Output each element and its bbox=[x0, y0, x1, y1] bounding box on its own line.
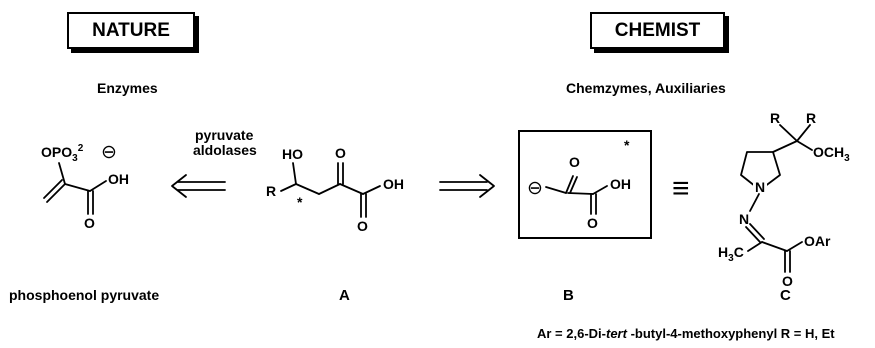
c-r1: R bbox=[770, 110, 780, 126]
pep-bond bbox=[46, 183, 66, 203]
a-star: * bbox=[297, 194, 303, 210]
nature-subtitle: Enzymes bbox=[97, 80, 158, 96]
c-och3: OCH3 bbox=[813, 144, 850, 164]
c-bond bbox=[749, 193, 760, 212]
b-keto-o: O bbox=[569, 154, 580, 170]
c-h3c: H3C bbox=[718, 244, 744, 264]
c-bond bbox=[786, 241, 803, 252]
b-bond bbox=[569, 176, 578, 194]
pep-bond bbox=[43, 179, 63, 199]
compound-a-label: A bbox=[339, 287, 350, 304]
c-n1-mask bbox=[753, 178, 767, 194]
a-ho: HO bbox=[282, 146, 303, 162]
c-bond bbox=[796, 124, 811, 142]
b-bond bbox=[545, 186, 567, 194]
footnote-tert: tert bbox=[606, 326, 627, 341]
pep-opo3-group: OPO32 bbox=[41, 143, 84, 164]
footnote-post: -butyl-4-methoxyphenyl R = H, Et bbox=[626, 326, 835, 341]
b-box bbox=[518, 130, 652, 239]
pep-bond bbox=[64, 183, 91, 192]
c-bond bbox=[747, 241, 763, 252]
c-bond bbox=[761, 241, 788, 252]
c-pyrrolidine-ring bbox=[740, 151, 781, 191]
b-bond bbox=[592, 185, 608, 195]
b-acid-o: O bbox=[587, 215, 598, 231]
c-bond bbox=[772, 140, 798, 153]
a-bond bbox=[339, 183, 364, 195]
c-n1: N bbox=[755, 179, 765, 195]
b-star: * bbox=[624, 137, 630, 153]
a-oh: OH bbox=[383, 176, 404, 192]
chemist-label: CHEMIST bbox=[614, 19, 701, 41]
nature-box: NATURE bbox=[67, 12, 195, 49]
a-bond bbox=[318, 183, 341, 195]
compound-c-structure: R R OCH3 N N H3C OAr O bbox=[718, 110, 850, 289]
a-r: R bbox=[266, 183, 276, 199]
compound-b-label: B bbox=[563, 287, 574, 304]
pep-charge: ⊖ bbox=[101, 142, 117, 163]
footnote: Ar = 2,6-Di-tert -butyl-4-methoxyphenyl … bbox=[537, 326, 835, 341]
b-bond bbox=[567, 192, 594, 195]
arrow-label-line1: pyruvate bbox=[195, 127, 254, 143]
pep-structure: OPO32 ⊖ OH O bbox=[41, 142, 129, 231]
chemist-box: CHEMIST bbox=[590, 12, 725, 49]
c-bond bbox=[779, 124, 798, 142]
equiv-symbol: ≡ bbox=[672, 172, 690, 205]
a-bond bbox=[362, 185, 381, 195]
b-oh: OH bbox=[610, 176, 631, 192]
arrow-label-line2: aldolases bbox=[193, 142, 257, 158]
c-carbonyl-o: O bbox=[782, 273, 793, 289]
c-r2: R bbox=[806, 110, 816, 126]
a-bond bbox=[295, 183, 320, 195]
b-charge: ⊖ bbox=[527, 178, 543, 199]
a-acid-o: O bbox=[357, 218, 368, 234]
c-bond bbox=[749, 223, 765, 240]
c-bond bbox=[796, 140, 813, 151]
footnote-pre: Ar = 2,6-Di- bbox=[537, 326, 606, 341]
a-bond bbox=[292, 162, 297, 185]
retro-arrow-left bbox=[171, 174, 226, 198]
pep-name: phosphoenol pyruvate bbox=[9, 287, 160, 303]
c-oar: OAr bbox=[804, 233, 831, 249]
chemist-subtitle: Chemzymes, Auxiliaries bbox=[566, 80, 726, 96]
c-n2: N bbox=[739, 211, 749, 227]
nature-label: NATURE bbox=[92, 19, 170, 41]
pep-oh: OH bbox=[108, 171, 129, 187]
pep-bond bbox=[89, 180, 107, 192]
a-bond bbox=[280, 183, 297, 192]
b-bond bbox=[565, 175, 574, 194]
retro-arrow-right bbox=[439, 174, 495, 198]
pep-carbonyl-o: O bbox=[84, 215, 95, 231]
compound-a-structure: HO R * O OH O bbox=[266, 145, 404, 234]
pep-bond bbox=[58, 162, 66, 185]
c-bond bbox=[745, 226, 761, 243]
compound-b-structure: * ⊖ O OH O bbox=[518, 130, 652, 239]
compound-c-label: C bbox=[780, 287, 791, 304]
a-keto-o: O bbox=[335, 145, 346, 161]
